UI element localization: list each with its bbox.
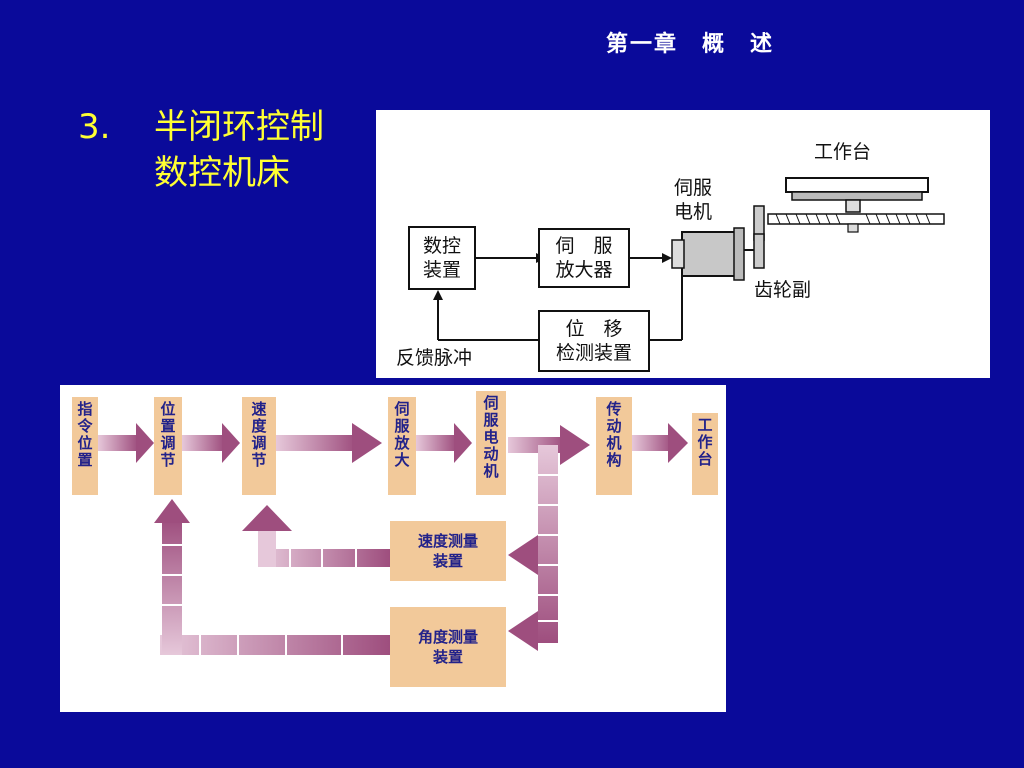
speed-feedback-arrowhead (242, 505, 292, 531)
speed-sensor-box: 速度测量 装置 (390, 521, 506, 581)
position-feedback-arrowhead (154, 499, 190, 523)
angle-sensor-label: 角度测量 装置 (417, 628, 478, 666)
block-speed-regulator: 速度调节 (242, 397, 276, 495)
displacement-sensor-label: 位 移 检测装置 (555, 318, 632, 364)
block-servo-amplifier: 伺服放大 (388, 397, 416, 495)
forward-arrow-2 (182, 423, 240, 463)
slide-title: 3. 半闭环控制 数控机床 (78, 104, 324, 196)
speed-feedback-riser (258, 531, 276, 567)
angle-sensor-box: 角度测量 装置 (390, 607, 506, 687)
block-worktable: 工作台 (692, 413, 718, 495)
gear-lower (753, 233, 765, 269)
forward-arrow-6 (632, 423, 688, 463)
gear-pair-label: 齿轮副 (754, 279, 812, 301)
motor-body (681, 231, 737, 277)
block-transmission: 传动机构 (596, 397, 632, 495)
motor-end (671, 239, 685, 269)
title-line-1: 半闭环控制 (154, 107, 324, 147)
semi-closed-loop-schematic: 工作台 伺服 电机 数控 装置 伺 服 放大器 齿轮副 位 移 检测装置 反馈脉… (376, 110, 990, 378)
feedback-pulse-label: 反馈脉冲 (396, 347, 473, 369)
block-position-regulator: 位置调节 (154, 397, 182, 495)
worktable-nut (845, 199, 861, 213)
position-feedback-riser (162, 519, 182, 655)
position-feedback-line (160, 635, 390, 655)
angle-sensor-input-arrow (508, 611, 538, 651)
title-number: 3. (78, 107, 111, 147)
block-servo-motor: 伺服电动机 (476, 391, 506, 495)
schematic-drawing (433, 177, 945, 341)
title-line-2: 数控机床 (154, 153, 290, 193)
flow-arrows (98, 423, 688, 655)
cnc-unit-box: 数控 装置 (408, 226, 476, 290)
worktable-shape (785, 177, 929, 193)
feedback-trunk (538, 445, 558, 643)
block-instruction-position: 指令位置 (72, 397, 98, 495)
chapter-header: 第一章 概 述 (605, 32, 774, 57)
motor-flange (733, 227, 745, 281)
speed-feedback-line (260, 549, 390, 567)
displacement-sensor-box: 位 移 检测装置 (538, 310, 650, 372)
screw-support (847, 223, 859, 233)
forward-arrow-3 (276, 423, 382, 463)
forward-arrow-1 (98, 423, 154, 463)
speed-sensor-input-arrow (508, 535, 538, 575)
servo-amplifier-label: 伺 服 放大器 (555, 235, 613, 281)
servo-amplifier-box: 伺 服 放大器 (538, 228, 630, 288)
speed-sensor-label: 速度测量 装置 (417, 532, 478, 570)
motor-label: 伺服 电机 (674, 177, 713, 223)
forward-arrow-4 (416, 423, 472, 463)
worktable-label: 工作台 (814, 141, 872, 163)
cnc-unit-label: 数控 装置 (422, 235, 461, 281)
worktable-base (791, 191, 923, 201)
control-block-diagram: 指令位置 位置调节 速度调节 伺服放大 伺服电动机 传动机构 工作台 速度测量 … (60, 385, 726, 712)
